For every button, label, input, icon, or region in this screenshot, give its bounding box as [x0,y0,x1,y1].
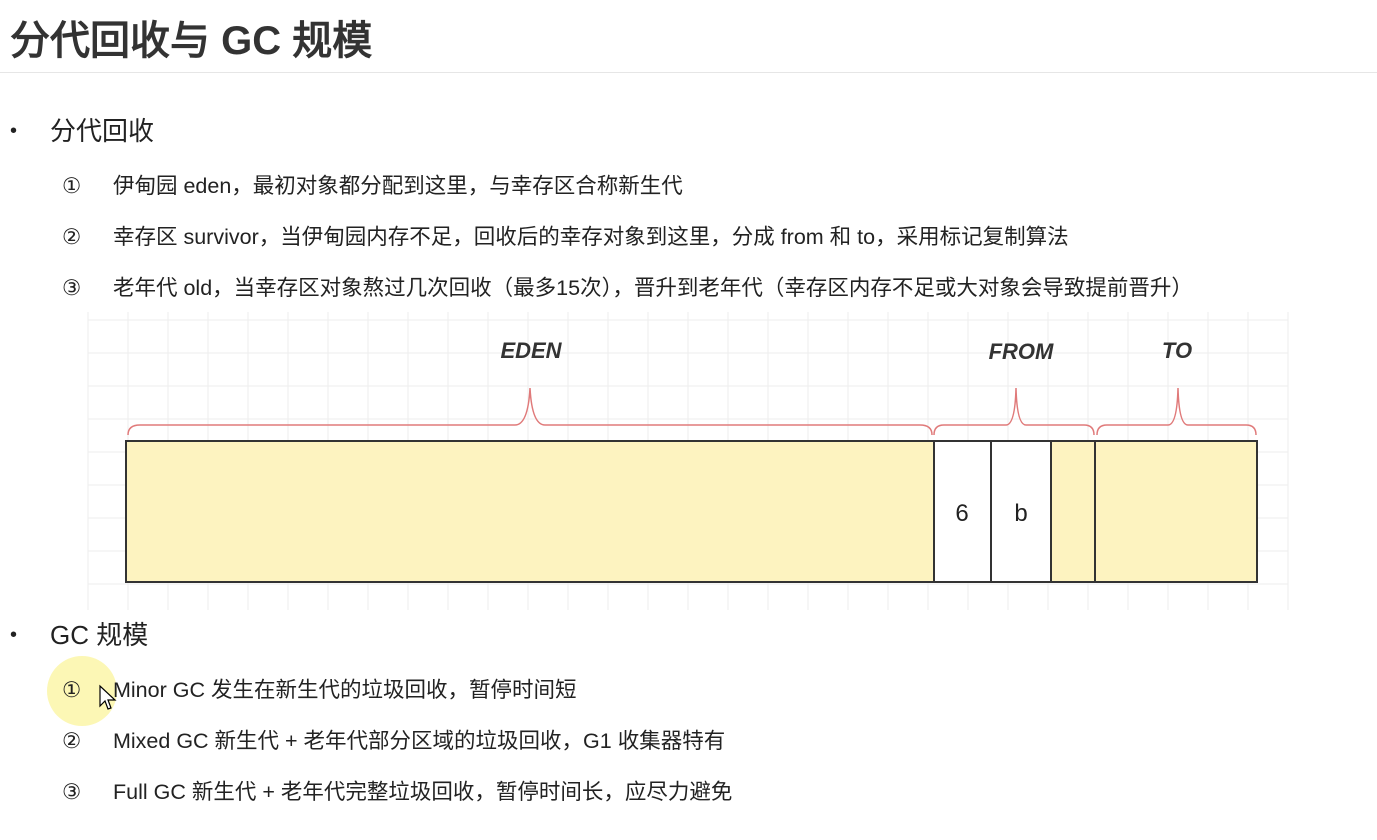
item-text: Mixed GC 新生代 + 老年代部分区域的垃圾回收，G1 收集器特有 [113,729,726,753]
item-text: 伊甸园 eden，最初对象都分配到这里，与幸存区合称新生代 [113,174,683,198]
bullet-icon: • [10,120,18,142]
list-item: ② 幸存区 survivor，当伊甸园内存不足，回收后的幸存对象到这里，分成 fr… [62,222,1069,252]
page-title: 分代回收与 GC 规模 [10,19,373,63]
item-text: Minor GC 发生在新生代的垃圾回收，暂停时间短 [113,678,577,702]
list-item: ③ 老年代 old，当幸存区对象熬过几次回收（最多15次），晋升到老年代（幸存区内… [62,273,1193,303]
heap-bar [125,440,1258,583]
braces [127,387,1257,436]
section-title: 分代回收 [50,116,155,146]
from-brace [933,387,1095,436]
title-divider [0,72,1377,73]
item-number: ① [62,678,82,702]
item-number: ③ [62,276,82,300]
object-cell [990,440,1052,583]
eden-brace [127,387,933,436]
item-text: 幸存区 survivor，当伊甸园内存不足，回收后的幸存对象到这里，分成 fro… [113,225,1069,249]
eden-label: EDEN [500,338,562,363]
to-label: TO [1162,338,1192,363]
item-number: ② [62,225,82,249]
item-number: ① [62,174,82,198]
list-item: ② Mixed GC 新生代 + 老年代部分区域的垃圾回收，G1 收集器特有 [62,726,725,756]
from-label: FROM [989,339,1054,364]
bullet-icon: • [10,624,18,646]
item-text: 老年代 old，当幸存区对象熬过几次回收（最多15次），晋升到老年代（幸存区内存… [113,276,1193,300]
mouse-pointer-icon [99,684,117,710]
list-item: ③ Full GC 新生代 + 老年代完整垃圾回收，暂停时间长，应尽力避免 [62,777,732,807]
to-brace [1096,387,1257,436]
item-number: ② [62,729,82,753]
section-title: GC 规模 [50,620,149,650]
cell-label: b [1014,500,1027,527]
item-text: Full GC 新生代 + 老年代完整垃圾回收，暂停时间长，应尽力避免 [113,780,733,804]
item-number: ③ [62,780,82,804]
list-item: ① Minor GC 发生在新生代的垃圾回收，暂停时间短 [62,675,576,705]
list-item: ① 伊甸园 eden，最初对象都分配到这里，与幸存区合称新生代 [62,171,683,201]
cell-label: 6 [955,500,968,527]
